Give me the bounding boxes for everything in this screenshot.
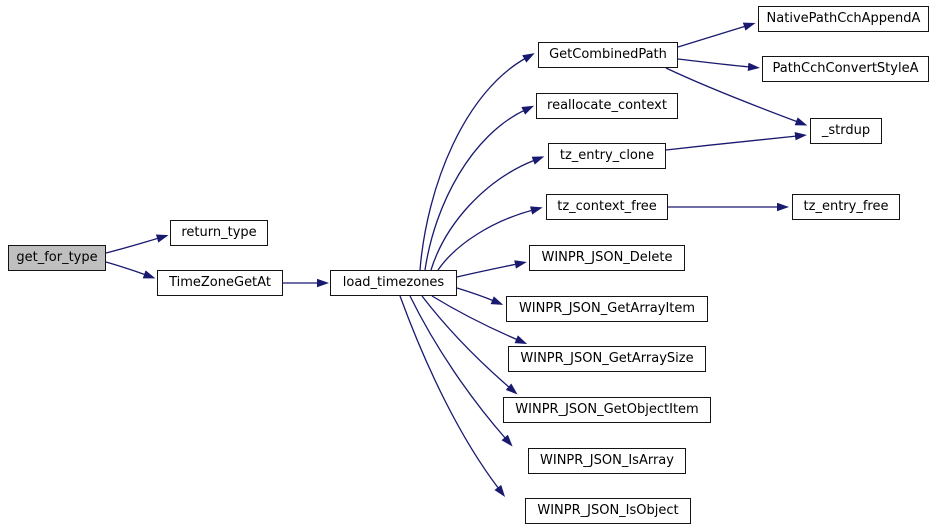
graph-node-label: return_type — [181, 225, 257, 240]
graph-node-label: WINPR_JSON_GetObjectItem — [515, 402, 699, 417]
graph-node-winpr_json_getobjectitem[interactable]: WINPR_JSON_GetObjectItem — [503, 397, 711, 423]
graph-node-label: tz_entry_free — [803, 199, 889, 214]
graph-edge-get_for_type-return_type — [105, 234, 169, 254]
graph-node-pathcchconvertstylea[interactable]: PathCchConvertStyleA — [762, 56, 929, 82]
graph-node-get_for_type: get_for_type — [8, 245, 106, 271]
graph-node-tz_entry_free[interactable]: tz_entry_free — [792, 194, 900, 220]
graph-node-winpr_json_isobject[interactable]: WINPR_JSON_IsObject — [525, 498, 691, 524]
graph-node-label: WINPR_JSON_GetArraySize — [520, 351, 694, 366]
graph-node-label: WINPR_JSON_Delete — [541, 250, 673, 265]
graph-node-label: GetCombinedPath — [549, 47, 667, 62]
graph-edge-tz_entry_clone-_strdup — [665, 131, 807, 151]
graph-node-_strdup[interactable]: _strdup — [810, 118, 882, 144]
graph-edge-load_timezones-tz_entry_clone — [430, 156, 545, 271]
graph-edge-getcombinedpath-_strdup — [665, 67, 808, 126]
graph-node-nativepathcchappenda[interactable]: NativePathCchAppendA — [758, 6, 929, 32]
graph-node-label: NativePathCchAppendA — [766, 11, 921, 26]
graph-node-tz_context_free[interactable]: tz_context_free — [546, 194, 668, 220]
graph-node-return_type[interactable]: return_type — [170, 220, 268, 246]
graph-node-getcombinedpath[interactable]: GetCombinedPath — [538, 42, 678, 68]
graph-node-label: TimeZoneGetAt — [169, 275, 271, 290]
graph-edge-load_timezones-winpr_json_getarrayitem — [456, 287, 504, 305]
graph-node-timezonegetat[interactable]: TimeZoneGetAt — [157, 270, 283, 296]
graph-node-label: get_for_type — [16, 250, 98, 265]
graph-edge-load_timezones-winpr_json_isobject — [399, 295, 506, 497]
graph-node-label: _strdup — [821, 123, 871, 138]
graph-node-winpr_json_getarraysize[interactable]: WINPR_JSON_GetArraySize — [508, 346, 706, 372]
graph-node-reallocate_context[interactable]: reallocate_context — [536, 93, 678, 119]
graph-edge-load_timezones-getcombinedpath — [419, 53, 535, 271]
graph-edge-load_timezones-tz_context_free — [437, 206, 543, 271]
graph-edge-load_timezones-winpr_json_getarraysize — [431, 295, 528, 344]
graph-node-label: PathCchConvertStyleA — [772, 61, 919, 76]
graph-node-label: reallocate_context — [547, 98, 667, 113]
graph-node-label: WINPR_JSON_GetArrayItem — [518, 301, 696, 316]
graph-edge-get_for_type-timezonegetat — [105, 261, 156, 279]
graph-edge-load_timezones-winpr_json_getobjectitem — [421, 295, 518, 395]
graph-node-tz_entry_clone[interactable]: tz_entry_clone — [548, 143, 666, 169]
graph-node-winpr_json_delete[interactable]: WINPR_JSON_Delete — [529, 245, 685, 271]
graph-edge-getcombinedpath-nativepathcchappenda — [677, 22, 756, 48]
graph-node-label: tz_entry_clone — [559, 148, 655, 163]
graph-edge-load_timezones-reallocate_context — [424, 105, 535, 271]
graph-edge-getcombinedpath-pathcchconvertstylea — [677, 58, 760, 72]
graph-edge-load_timezones-winpr_json_isarray — [409, 295, 513, 447]
graph-node-label: WINPR_JSON_IsArray — [540, 453, 674, 468]
graph-edge-load_timezones-winpr_json_delete — [456, 260, 527, 278]
graph-node-label: WINPR_JSON_IsObject — [537, 503, 679, 518]
graph-node-winpr_json_isarray[interactable]: WINPR_JSON_IsArray — [528, 448, 686, 474]
graph-node-label: load_timezones — [342, 275, 445, 290]
graph-node-label: tz_context_free — [557, 199, 657, 214]
graph-node-winpr_json_getarrayitem[interactable]: WINPR_JSON_GetArrayItem — [506, 296, 708, 322]
graph-node-load_timezones[interactable]: load_timezones — [330, 270, 457, 296]
